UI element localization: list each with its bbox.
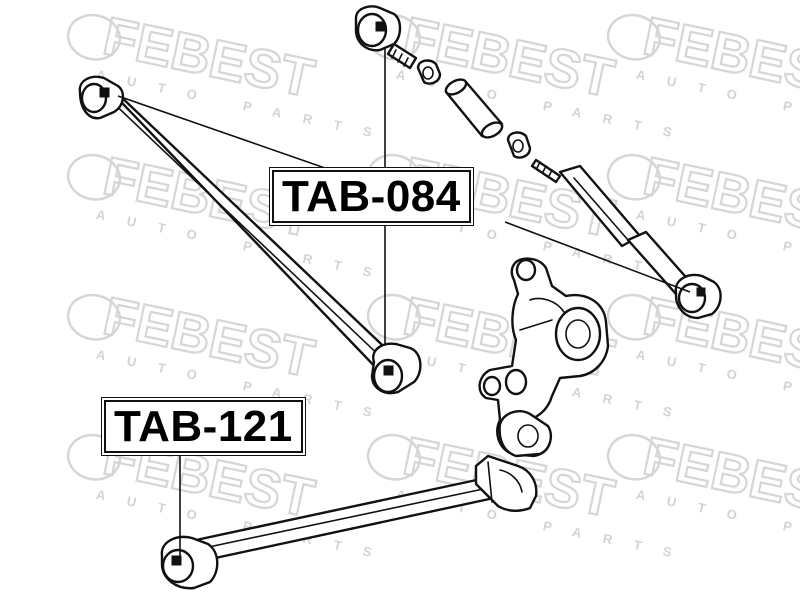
part-number-tab-121: TAB-121 (114, 402, 293, 451)
part-label-tab-121: TAB-121 (102, 398, 305, 455)
leader-tab084-left (117, 95, 326, 169)
bushing-top-left (78, 75, 125, 120)
leader-tab084-right (504, 221, 691, 293)
part-label-tab-084: TAB-084 (270, 168, 473, 225)
steering-knuckle (478, 257, 610, 458)
bushing-center (370, 342, 422, 395)
part-number-tab-084: TAB-084 (282, 172, 461, 221)
lower-control-arm (160, 454, 538, 590)
